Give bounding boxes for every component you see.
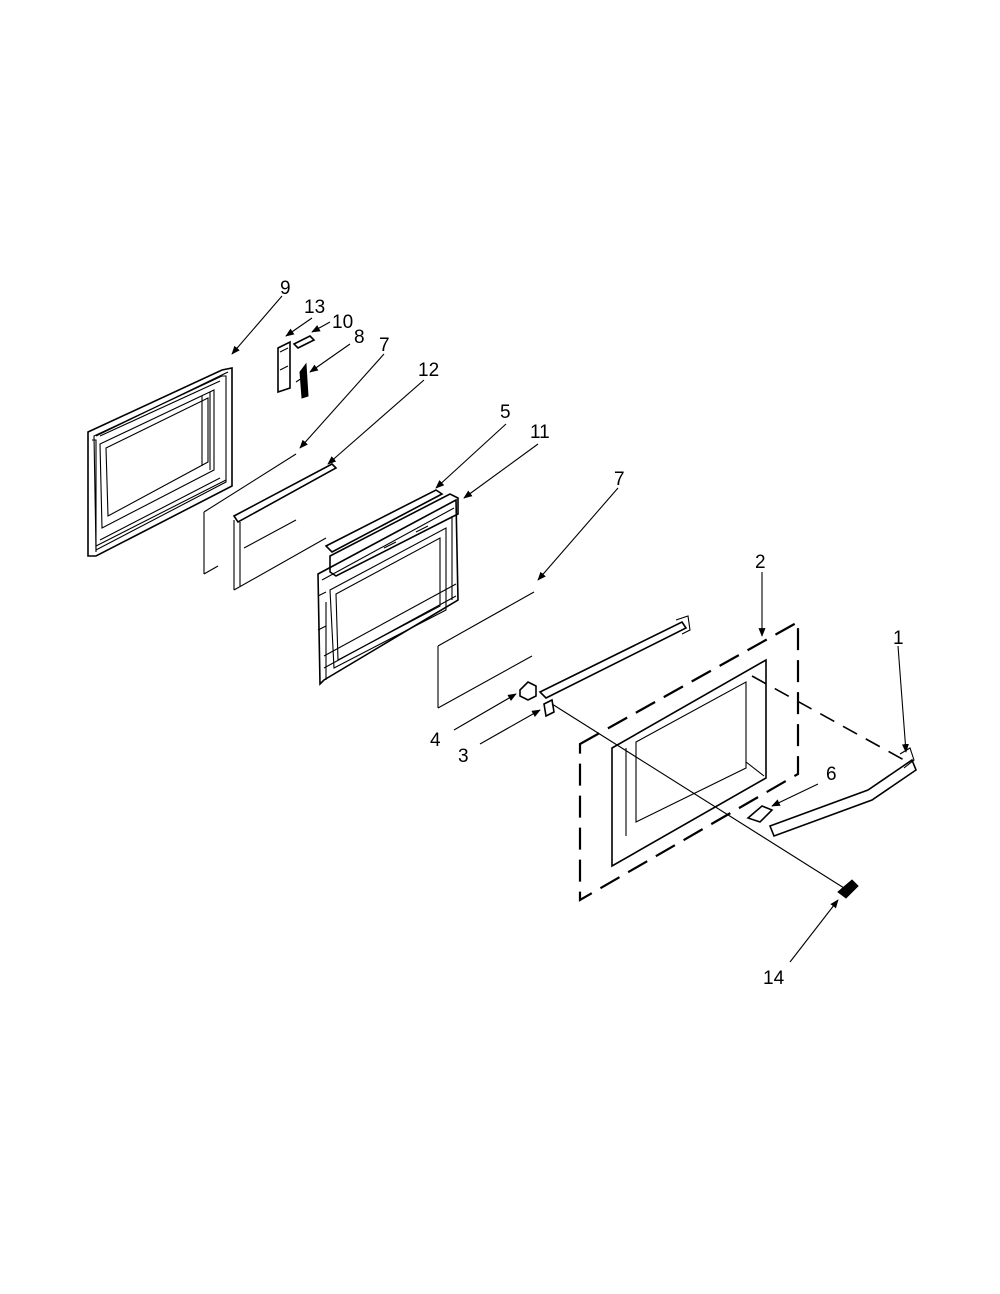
callout-10: 10 [332,312,353,333]
callout-7-lower: 7 [614,469,625,490]
callout-7-upper: 7 [379,335,390,356]
part-door-liner [317,489,459,686]
part-glass-pane-upper [203,453,297,575]
part-hinge-rod [519,615,691,718]
callout-12: 12 [418,360,439,381]
leader-lines [231,295,909,963]
callout-6: 6 [826,764,837,785]
part-screw [551,703,859,899]
callout-labels: 9 13 10 8 7 12 5 11 7 2 1 4 3 6 14 [280,278,904,989]
part-hinge-bracket [277,335,316,399]
callout-1: 1 [893,628,904,649]
callout-3: 3 [458,746,469,767]
callout-2: 2 [755,552,766,573]
part-door-handle [751,675,917,838]
callout-4: 4 [430,730,441,751]
callout-11: 11 [530,422,550,443]
callout-14: 14 [763,968,785,989]
callout-13: 13 [304,297,325,318]
part-glass-pane-lower [437,591,535,709]
part-end-cap [746,805,774,823]
part-glass-retainer [232,463,338,591]
part-inner-door-frame [87,367,233,557]
callout-5: 5 [500,402,511,423]
callout-8: 8 [354,327,365,348]
part-outer-door [578,620,800,902]
callout-9: 9 [280,278,291,299]
